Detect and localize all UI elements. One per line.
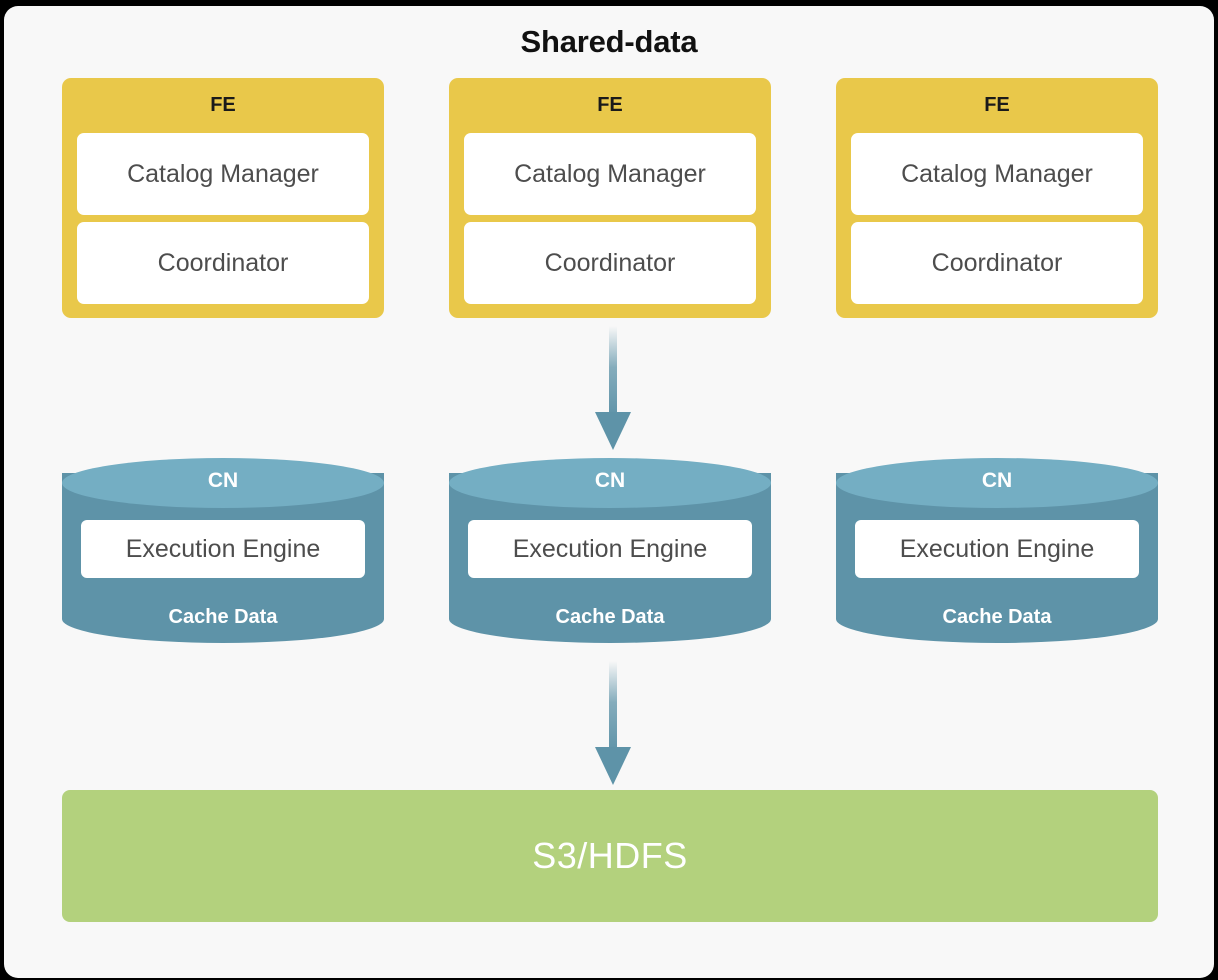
cn-node-3-title: CN (981, 469, 1013, 492)
fe-node-2-coordinator: Coordinator (464, 222, 756, 304)
cn-node-1[interactable]: CN Execution Engine Cache Data (62, 458, 384, 650)
cn-node-1-cache-data: Cache Data (168, 606, 278, 628)
fe-node-1-coordinator: Coordinator (77, 222, 369, 304)
fe-node-1-title: FE (210, 94, 236, 116)
cn-node-2-cylinder-top (449, 458, 771, 508)
fe-node-3-catalog-manager: Catalog Manager (851, 133, 1143, 215)
cn-node-3-cache-data: Cache Data (942, 606, 1052, 628)
page-title: Shared-data (520, 24, 698, 59)
storage-tier[interactable]: S3/HDFS (62, 790, 1158, 922)
cn-node-1-cylinder-top (62, 458, 384, 508)
fe-node-2[interactable]: FE Catalog Manager Coordinator (449, 78, 771, 318)
diagram-canvas: Shared-data FE Catalog Manager Coordinat… (4, 6, 1214, 978)
arrow-cn-to-storage-icon (595, 661, 631, 785)
cn-node-2-cache-data: Cache Data (555, 606, 665, 628)
fe-node-2-title: FE (597, 94, 623, 116)
fe-node-1-catalog-manager: Catalog Manager (77, 133, 369, 215)
fe-tier: FE Catalog Manager Coordinator FE Catalo… (62, 78, 1158, 322)
cn-node-1-title: CN (207, 469, 239, 492)
fe-node-3[interactable]: FE Catalog Manager Coordinator (836, 78, 1158, 318)
cn-node-2-title: CN (594, 469, 626, 492)
arrow-fe-to-cn-icon (595, 326, 631, 450)
fe-node-3-title: FE (984, 94, 1010, 116)
cn-tier: CN Execution Engine Cache Data CN Execut… (62, 458, 1158, 656)
cn-node-3[interactable]: CN Execution Engine Cache Data (836, 458, 1158, 650)
fe-node-3-coordinator: Coordinator (851, 222, 1143, 304)
fe-node-2-catalog-manager: Catalog Manager (464, 133, 756, 215)
cn-node-2[interactable]: CN Execution Engine Cache Data (449, 458, 771, 650)
cn-node-1-execution-engine: Execution Engine (81, 520, 365, 578)
storage-tier-label: S3/HDFS (532, 835, 688, 876)
cn-node-3-cylinder-top (836, 458, 1158, 508)
cn-node-2-execution-engine: Execution Engine (468, 520, 752, 578)
cn-node-3-execution-engine: Execution Engine (855, 520, 1139, 578)
fe-node-1[interactable]: FE Catalog Manager Coordinator (62, 78, 384, 318)
